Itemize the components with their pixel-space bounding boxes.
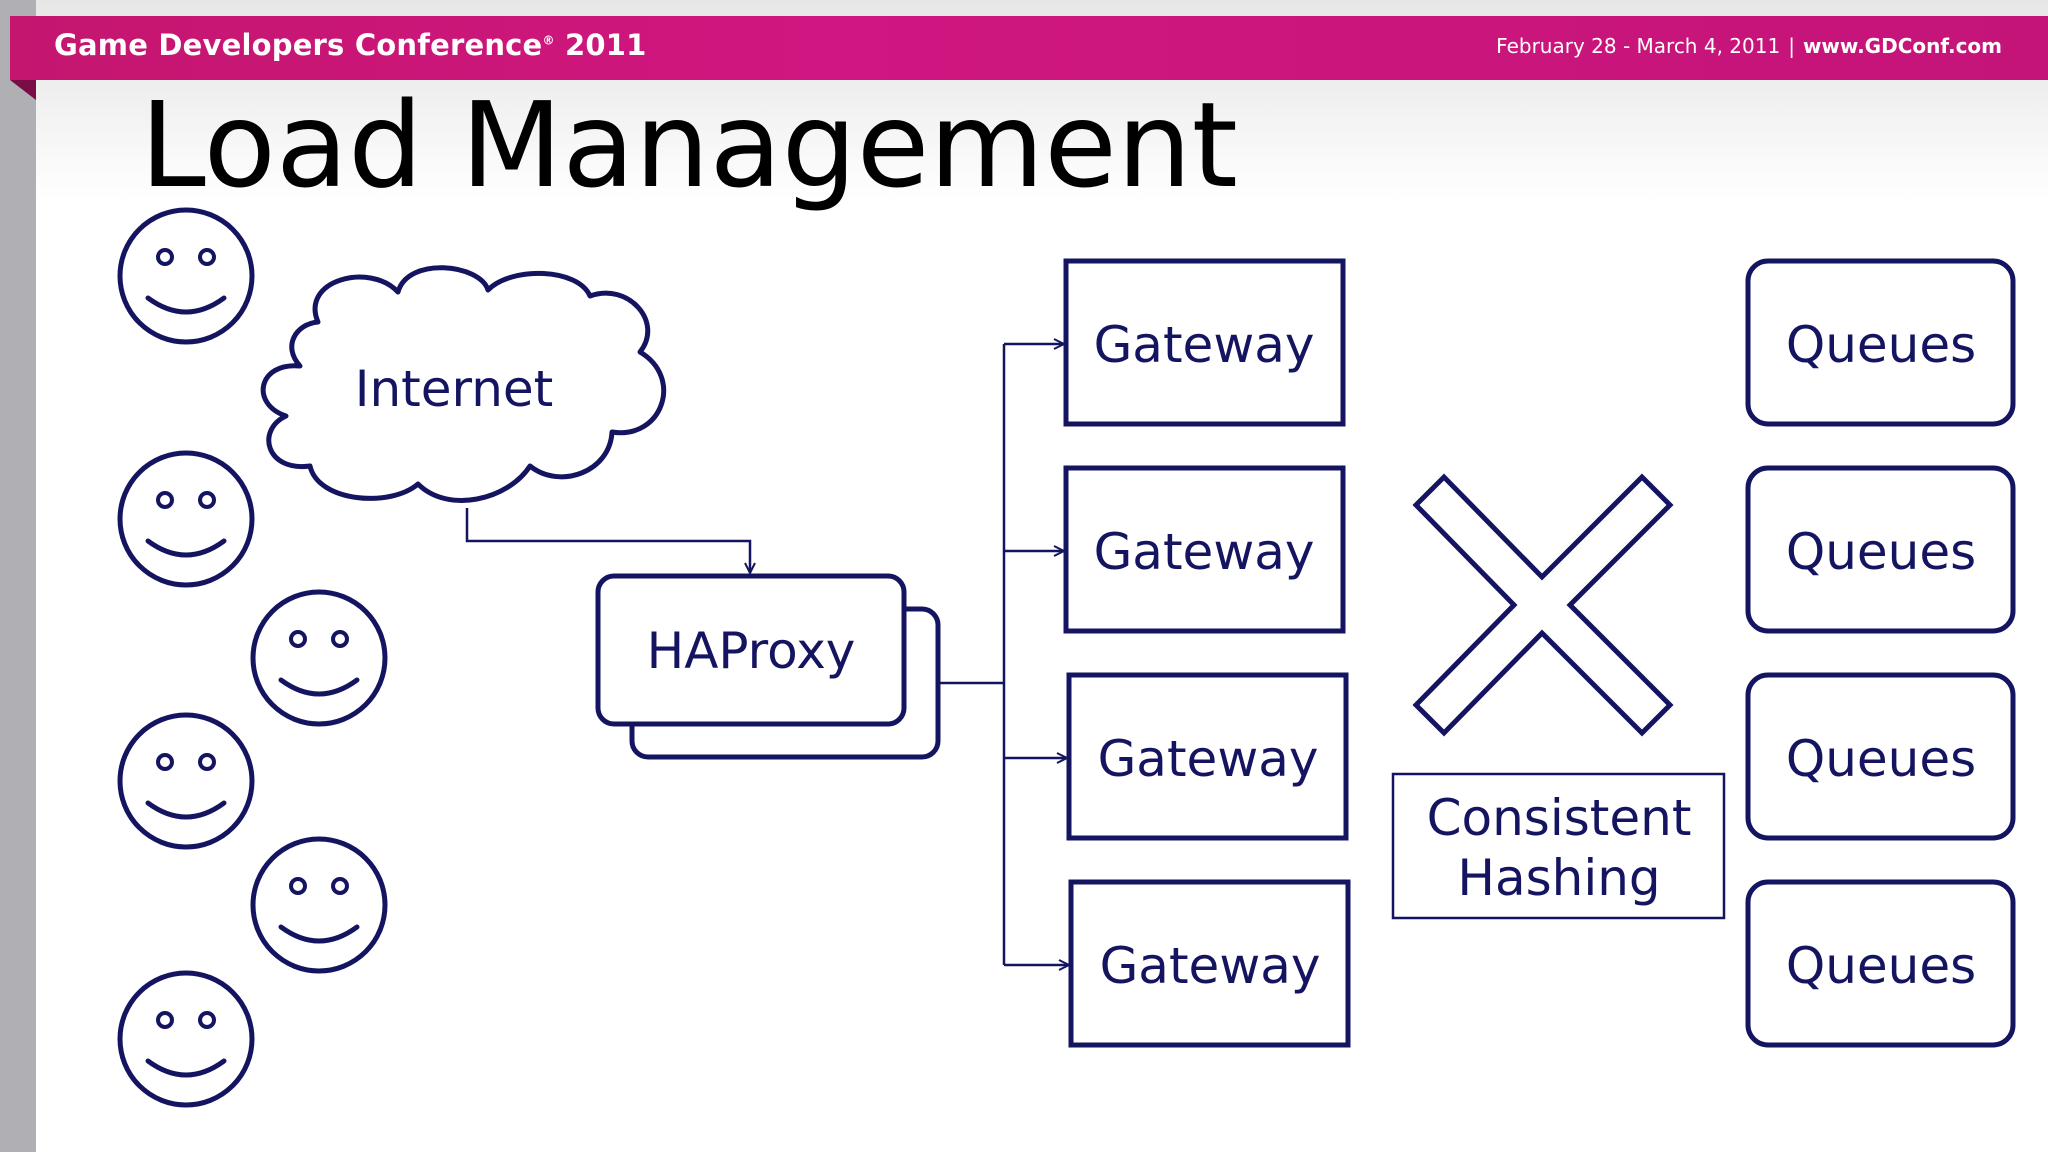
- page-title: Load Management: [140, 76, 1238, 214]
- queues-1-label: Queues: [1786, 316, 1976, 374]
- trademark-mark: ®: [542, 33, 555, 48]
- conference-banner: [10, 16, 2048, 80]
- user-smiley-6: [120, 973, 252, 1105]
- queues-4-label: Queues: [1786, 937, 1976, 995]
- consistent-hashing-box: Consistent Hashing: [1391, 772, 1726, 920]
- hashing-label-line1: Consistent: [1427, 789, 1692, 847]
- conference-name: Game Developers Conference® 2011: [54, 28, 646, 62]
- queues-2-label: Queues: [1786, 523, 1976, 581]
- gateway-4: Gateway: [1068, 879, 1351, 1048]
- queues-3: Queues: [1745, 672, 2016, 841]
- left-strip: [0, 0, 36, 1152]
- haproxy-to-gateways-connector: [938, 344, 1069, 965]
- queues-1: Queues: [1745, 258, 2016, 427]
- conference-dates-url: February 28 - March 4, 2011 | www.GDConf.c…: [1496, 34, 2002, 58]
- gateway-1-label: Gateway: [1094, 316, 1315, 374]
- cross-mesh-icon: [1412, 473, 1674, 737]
- gateway-3-label: Gateway: [1098, 730, 1319, 788]
- gateway-2-label: Gateway: [1094, 523, 1315, 581]
- queues-2: Queues: [1745, 465, 2016, 634]
- user-smiley-1: [120, 210, 252, 342]
- gateway-4-label: Gateway: [1100, 937, 1321, 995]
- conference-dates: February 28 - March 4, 2011: [1496, 34, 1781, 58]
- hashing-label-line2: Hashing: [1457, 849, 1660, 907]
- conference-year: 2011: [564, 28, 647, 62]
- internet-to-haproxy-arrow: [465, 508, 750, 573]
- internet-cloud: Internet: [260, 265, 667, 503]
- user-smiley-5: [253, 839, 385, 971]
- conference-url: www.GDConf.com: [1802, 34, 2002, 58]
- user-smiley-3: [253, 592, 385, 724]
- haproxy-front-box: [595, 573, 907, 727]
- gateway-3: Gateway: [1066, 672, 1349, 841]
- user-smiley-4: [120, 715, 252, 847]
- haproxy-label: HAProxy: [647, 622, 856, 680]
- conference-title: Game Developers Conference: [54, 28, 543, 62]
- internet-label: Internet: [355, 360, 554, 418]
- header-separator: |: [1788, 34, 1795, 58]
- gateway-1: Gateway: [1063, 258, 1346, 427]
- gateway-2: Gateway: [1063, 465, 1346, 634]
- user-smiley-2: [120, 453, 252, 585]
- queues-3-label: Queues: [1786, 730, 1976, 788]
- haproxy-node: HAProxy: [595, 573, 941, 760]
- banner-fold: [10, 80, 36, 100]
- queues-4: Queues: [1745, 879, 2016, 1048]
